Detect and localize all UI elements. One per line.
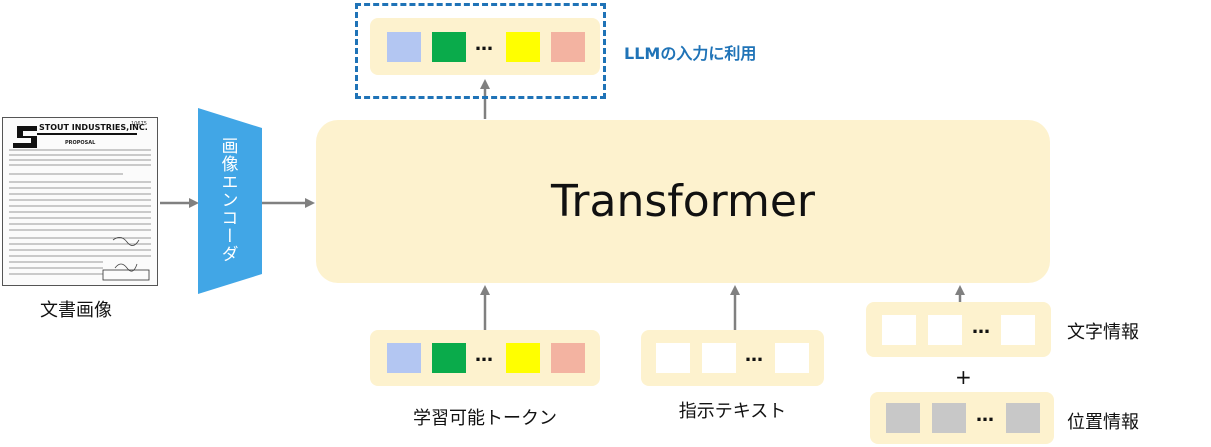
instruction-ellipsis: …	[745, 345, 764, 366]
output-token-green	[432, 32, 466, 62]
llm-input-label: LLMの入力に利用	[624, 44, 757, 63]
instruction-token-group: …	[641, 330, 824, 386]
output-token-group: …	[370, 18, 600, 75]
output-token-yellow	[506, 32, 540, 62]
instruction-token-1	[656, 343, 690, 373]
learnable-ellipsis: …	[475, 345, 494, 366]
image-encoder	[198, 108, 262, 294]
position-info-token-3	[1006, 403, 1040, 433]
document-caption: 文書画像	[40, 300, 112, 321]
text-info-label: 文字情報	[1067, 322, 1139, 343]
doc-section-text: PROPOSAL	[65, 140, 96, 146]
text-info-ellipsis: …	[972, 317, 991, 338]
learnable-token-group: …	[370, 330, 600, 386]
position-info-token-group: …	[870, 392, 1054, 444]
position-info-token-2	[932, 403, 966, 433]
instruction-token-2	[702, 343, 736, 373]
encoder-label: 画像エンコーダ	[217, 137, 238, 263]
output-token-blue	[387, 32, 421, 62]
instruction-token-3	[775, 343, 809, 373]
learnable-token-blue	[387, 343, 421, 373]
document-image: STOUT INDUSTRIES,INC. 10675 PROPOSAL	[2, 117, 158, 286]
text-info-token-2	[928, 315, 962, 345]
transformer-label: Transformer	[550, 176, 816, 227]
position-info-label: 位置情報	[1067, 412, 1139, 433]
text-info-token-3	[1001, 315, 1035, 345]
output-dashed-box	[355, 3, 606, 99]
plus-sign: +	[955, 365, 972, 389]
learnable-token-green	[432, 343, 466, 373]
text-info-token-group: …	[866, 302, 1051, 357]
instruction-caption: 指示テキスト	[678, 401, 787, 422]
doc-header-text: STOUT INDUSTRIES,INC.	[39, 123, 148, 132]
learnable-token-pink	[551, 343, 585, 373]
position-info-ellipsis: …	[976, 405, 995, 426]
position-info-token-1	[886, 403, 920, 433]
learnable-token-yellow	[506, 343, 540, 373]
output-ellipsis: …	[475, 34, 494, 55]
text-info-token-1	[882, 315, 916, 345]
learnable-caption: 学習可能トークン	[413, 408, 557, 429]
transformer-block: Transformer	[316, 120, 1050, 283]
output-token-pink	[551, 32, 585, 62]
doc-corner-number: 10675	[131, 121, 147, 127]
